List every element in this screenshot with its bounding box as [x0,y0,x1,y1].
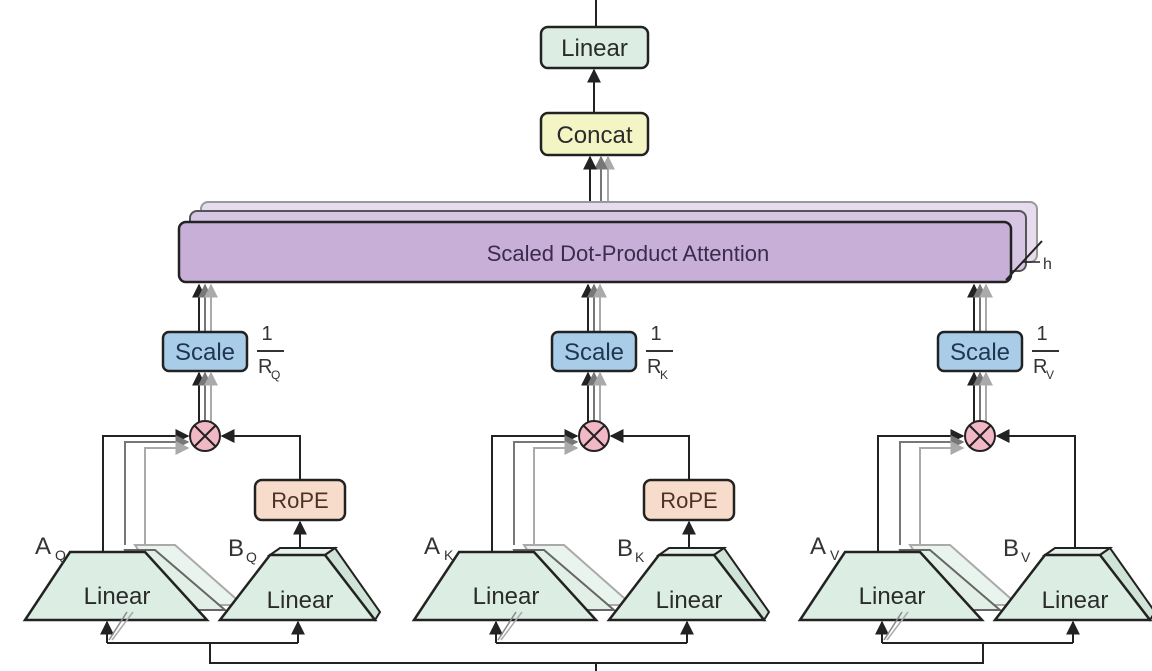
input-to-a-stack-arrow [497,611,517,641]
a-linear-label: Linear [84,583,151,610]
fraction-denominator: R [1033,356,1047,378]
fraction-denominator: R [258,356,272,378]
attention-stack: Scaled Dot-Product Attention h [177,201,1052,284]
heads-indicator [1005,240,1043,281]
fraction-denominator: R [647,356,661,378]
rope-to-multiply-arrow [220,429,301,480]
b-label: B [1003,535,1019,562]
rope-label: RoPE [660,488,717,513]
b-label-subscript: V [1021,549,1031,565]
a-label: A [810,533,826,560]
b-linear-label: Linear [1042,587,1109,614]
fraction-denominator-subscript: V [1046,368,1054,382]
a-linear-label: Linear [859,583,926,610]
scale-fraction-v: 1RV [1032,323,1059,382]
multiply-node-k [578,420,610,452]
concat-box: Concat [539,111,650,157]
b-label-subscript: K [635,549,645,565]
a-label: A [424,533,440,560]
b-linear-k: Linear [606,546,771,622]
rope-label: RoPE [271,488,328,513]
a-path-arrow [899,435,965,545]
a-linear-q: Linear [22,544,246,622]
b-linear-label: Linear [267,587,334,614]
input-to-a-stack-arrow [108,611,128,641]
a-label-subscript: V [830,547,840,563]
output-linear-label: Linear [561,35,628,62]
b-linear-v: Linear [992,546,1152,622]
b-linear-q: Linear [217,546,382,622]
a-path-arrow [144,441,190,545]
a-path-arrow [102,429,190,555]
multiply-node-v [964,420,996,452]
a-label: A [35,533,51,560]
input-to-a-stack-arrow [883,611,903,641]
a-path-arrow [491,429,579,555]
scale-label: Scale [950,339,1010,366]
b-label-subscript: Q [246,549,257,565]
rope-to-multiply-arrow [609,429,690,480]
a-path-arrow [533,441,579,545]
fraction-denominator-subscript: K [660,368,668,382]
output-linear-box: Linear [539,25,650,70]
fraction-numerator: 1 [261,323,272,345]
scale-fraction-k: 1RK [646,323,673,382]
fraction-numerator: 1 [1036,323,1047,345]
a-linear-k: Linear [411,544,635,622]
heads-label: h [1043,256,1052,273]
a-linear-label: Linear [473,583,540,610]
a-label-subscript: K [444,547,454,563]
a-label-subscript: Q [55,547,66,563]
scale-label: Scale [564,339,624,366]
a-path-arrow [877,429,965,555]
rope-box-k: RoPE [642,478,736,522]
fraction-denominator-subscript: Q [271,368,280,382]
attention-label: Scaled Dot-Product Attention [487,241,770,266]
b-label: B [617,535,633,562]
scale-box-k: Scale [550,330,638,373]
b-label: B [228,535,244,562]
multiply-node-q [189,420,221,452]
scale-box-q: Scale [161,330,249,373]
a-linear-v: Linear [797,544,1021,622]
a-path-arrow [919,441,965,545]
input-bus [209,643,984,671]
concat-label: Concat [556,122,632,149]
b-to-multiply-arrow [995,429,1076,550]
scale-label: Scale [175,339,235,366]
a-path-arrow [513,435,579,545]
b-linear-label: Linear [656,587,723,614]
rope-box-q: RoPE [253,478,347,522]
scale-box-v: Scale [936,330,1024,373]
fraction-numerator: 1 [650,323,661,345]
a-path-arrow [124,435,190,545]
scale-fraction-q: 1RQ [257,323,284,382]
